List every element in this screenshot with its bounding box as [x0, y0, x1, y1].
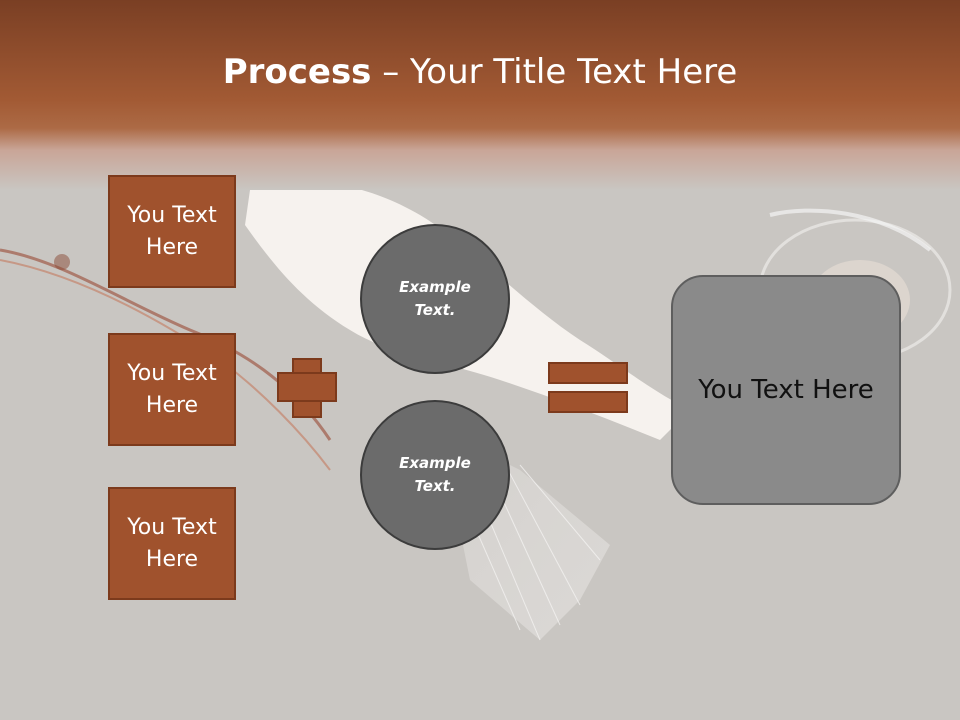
- title-rest: – Your Title Text Here: [371, 52, 738, 92]
- text-box-1[interactable]: You Text Here: [108, 175, 236, 288]
- header-band: [0, 0, 960, 190]
- example-circle-2[interactable]: Example Text.: [360, 400, 510, 550]
- text-box-3[interactable]: You Text Here: [108, 487, 236, 600]
- example-circle-1[interactable]: Example Text.: [360, 224, 510, 374]
- slide-title: Process – Your Title Text Here: [0, 52, 960, 92]
- result-box[interactable]: You Text Here: [671, 275, 901, 505]
- text-box-2[interactable]: You Text Here: [108, 333, 236, 446]
- title-bold: Process: [222, 52, 372, 92]
